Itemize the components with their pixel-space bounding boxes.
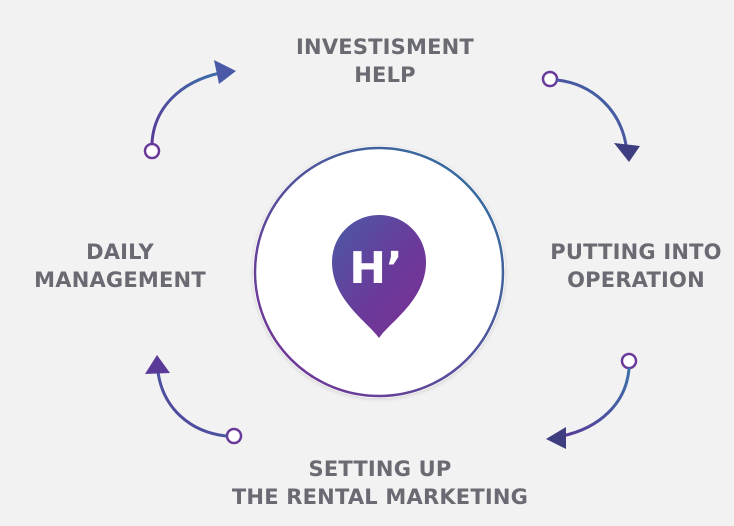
step-label-line: OPERATION <box>567 268 705 292</box>
step-label-line: DAILY <box>86 240 154 264</box>
step-label-operation: PUTTING INTO OPERATION <box>538 238 734 294</box>
step-label-line: SETTING UP <box>308 457 452 481</box>
step-label-line: INVESTISMENT <box>296 35 474 59</box>
arrow-operation-to-marketing <box>546 352 638 449</box>
logo-text: H’ <box>349 243 403 294</box>
arrow-management-to-investment <box>143 60 236 160</box>
step-label-line: HELP <box>354 63 416 87</box>
step-label-investment: INVESTISMENT HELP <box>250 33 520 89</box>
step-label-management: DAILY MANAGEMENT <box>10 238 230 294</box>
step-label-line: MANAGEMENT <box>34 268 206 292</box>
step-label-marketing: SETTING UP THE RENTAL MARKETING <box>190 455 570 511</box>
step-label-line: THE RENTAL MARKETING <box>231 485 529 509</box>
step-label-line: PUTTING INTO <box>550 240 722 264</box>
location-pin-logo-icon: H’ <box>332 215 426 338</box>
arrow-marketing-to-management <box>145 355 243 445</box>
arrow-investment-to-operation <box>541 70 640 162</box>
